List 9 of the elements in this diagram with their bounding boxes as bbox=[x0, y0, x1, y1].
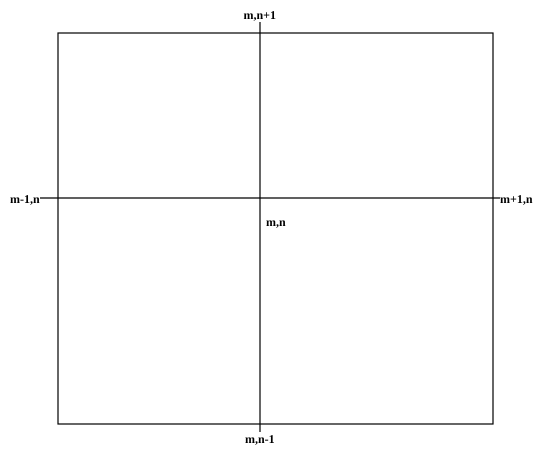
grid-line bbox=[259, 198, 261, 432]
grid-point-label: m,n-1 bbox=[245, 432, 275, 446]
grid-point-label: m+1,n bbox=[500, 192, 533, 206]
grid-line bbox=[260, 197, 500, 199]
grid-line bbox=[40, 197, 260, 199]
grid-line bbox=[259, 22, 261, 198]
grid-point-label: m-1,n bbox=[10, 192, 40, 206]
grid-point-label: m,n bbox=[266, 215, 286, 229]
grid-point-label: m,n+1 bbox=[244, 8, 276, 22]
